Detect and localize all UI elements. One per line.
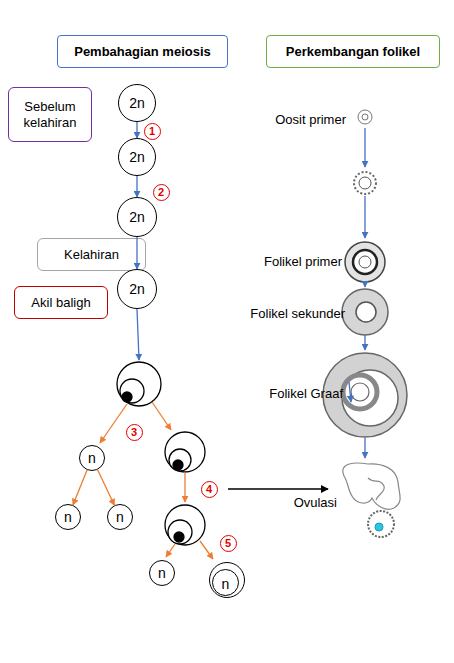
cell-circle: 2n [117, 269, 157, 309]
follicle-drawing [343, 375, 377, 409]
division-arrow [98, 470, 115, 506]
follicle-drawing [362, 114, 368, 120]
callout-number: 4 [201, 481, 218, 498]
stage-box: Akil baligh [14, 286, 108, 319]
cell-circle: 2n [118, 138, 156, 176]
cell-circle: n [55, 504, 81, 530]
ploidy-label: n [222, 576, 230, 592]
column-header: Perkembangan folikel [266, 35, 440, 68]
ruptured-follicle [343, 463, 400, 509]
follicles [323, 110, 407, 537]
released-oocyte [375, 523, 383, 531]
division-arrow [136, 122, 137, 138]
callout-number: 1 [144, 123, 161, 140]
ploidy-label: n [88, 450, 96, 466]
stage-label: Folikel Graaf [220, 386, 343, 401]
oocyte-cell [165, 505, 205, 545]
blue-arrow [364, 128, 365, 167]
follicle-drawing [359, 177, 371, 189]
black-arrow [228, 488, 328, 489]
follicle-drawing [359, 256, 371, 268]
division-arrow [73, 470, 87, 505]
follicle-drawing [351, 383, 369, 401]
oocyte-cell [117, 362, 161, 406]
stage-label: Ovulasi [280, 495, 337, 510]
stage-box: Sebelum kelahiran [8, 87, 92, 142]
cell-circle: n [149, 560, 175, 586]
blue-arrow [364, 438, 365, 458]
orange-arrow [200, 541, 213, 559]
box-text: Perkembangan folikel [286, 44, 420, 59]
follicle-drawing [353, 250, 377, 274]
callout-number: 3 [126, 424, 143, 441]
ploidy-label: 2n [129, 281, 145, 297]
stage-label: Folikel sekunder [220, 306, 345, 321]
ruptured-follicle [368, 478, 384, 500]
cell-circle: 2n [117, 197, 157, 237]
follicle-drawing [345, 242, 385, 282]
cell-circle: 2n [118, 84, 156, 122]
blue-arrow [364, 282, 365, 287]
orange-arrow [184, 472, 185, 502]
follicle-drawing [354, 172, 376, 194]
follicle-drawing [356, 302, 376, 322]
polar-dot [122, 392, 132, 402]
column-header: Pembahagian meiosis [57, 35, 228, 68]
orange-arrow [152, 402, 171, 430]
blue-arrow [349, 382, 351, 402]
ploidy-label: n [158, 565, 166, 581]
inner-cell [120, 379, 144, 403]
orange-arrow [100, 404, 127, 443]
ploidy-label: 2n [129, 149, 145, 165]
blue-arrow [137, 309, 139, 360]
meiosis-cells [100, 309, 328, 559]
blue-arrow [364, 335, 365, 350]
division-arrow [136, 176, 137, 197]
orange-arrow [166, 544, 175, 557]
stage-label: Folikel primer [220, 254, 342, 269]
cell-circle: n [79, 445, 105, 471]
follicle-drawing [358, 110, 372, 124]
ploidy-label: n [116, 509, 124, 525]
ploidy-label: n [64, 509, 72, 525]
inner-cell [168, 520, 192, 544]
stage-box: Kelahiran [37, 238, 146, 271]
polar-dot [174, 532, 184, 542]
cell-circle: n [107, 504, 133, 530]
polar-dot [173, 460, 183, 470]
stage-label: Oosit primer [240, 112, 346, 127]
oocyte-cell [165, 432, 205, 472]
callout-number: 5 [220, 535, 237, 552]
callout-number: 2 [153, 184, 170, 201]
ploidy-label: 2n [129, 209, 145, 225]
box-text: Pembahagian meiosis [74, 44, 211, 59]
box-text: Akil baligh [31, 295, 90, 311]
ploidy-label: 2n [129, 95, 145, 111]
follicle-drawing [342, 370, 398, 426]
box-text: Sebelum kelahiran [13, 99, 87, 131]
box-text: Kelahiran [64, 247, 119, 263]
follicle-drawing [342, 289, 388, 335]
inner-cell [169, 449, 191, 471]
released-oocyte [368, 511, 394, 537]
cell-circle: n [209, 562, 245, 598]
blue-arrow [364, 196, 365, 238]
